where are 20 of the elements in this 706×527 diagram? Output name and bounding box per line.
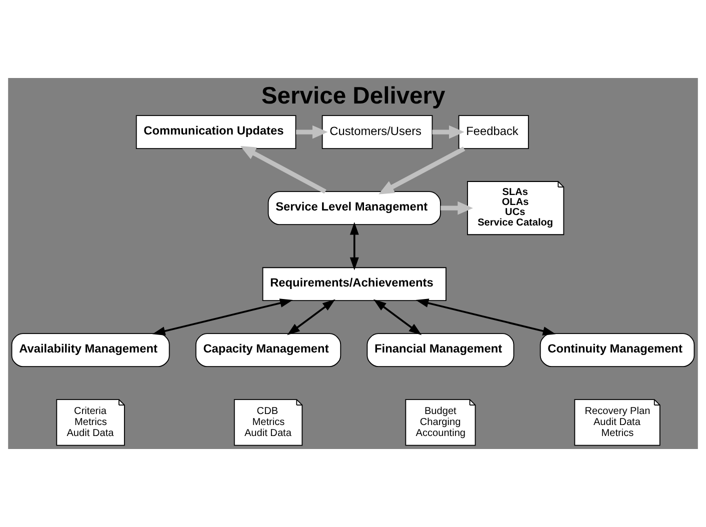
node-box: Feedback bbox=[458, 115, 529, 149]
node-box: Requirements/Achievements bbox=[262, 267, 446, 302]
arrow bbox=[440, 201, 474, 215]
node-box: Capacity Management bbox=[195, 333, 342, 368]
arrow bbox=[350, 222, 359, 270]
diagram-title: Service Delivery bbox=[261, 82, 446, 110]
arrow bbox=[378, 146, 466, 194]
arrow bbox=[152, 298, 293, 336]
arrow bbox=[287, 299, 336, 336]
arrow bbox=[240, 146, 326, 194]
node-box: Service Level Management bbox=[268, 191, 441, 226]
node-box: Financial Management bbox=[366, 333, 514, 368]
node-box: Availability Management bbox=[11, 333, 170, 368]
arrow bbox=[373, 299, 422, 336]
node-box: Continuity Management bbox=[540, 333, 695, 368]
arrow bbox=[296, 125, 328, 139]
arrow bbox=[432, 125, 464, 139]
arrow bbox=[416, 298, 556, 336]
node-box: Customers/Users bbox=[322, 115, 433, 149]
node-box: Communication Updates bbox=[136, 115, 296, 149]
